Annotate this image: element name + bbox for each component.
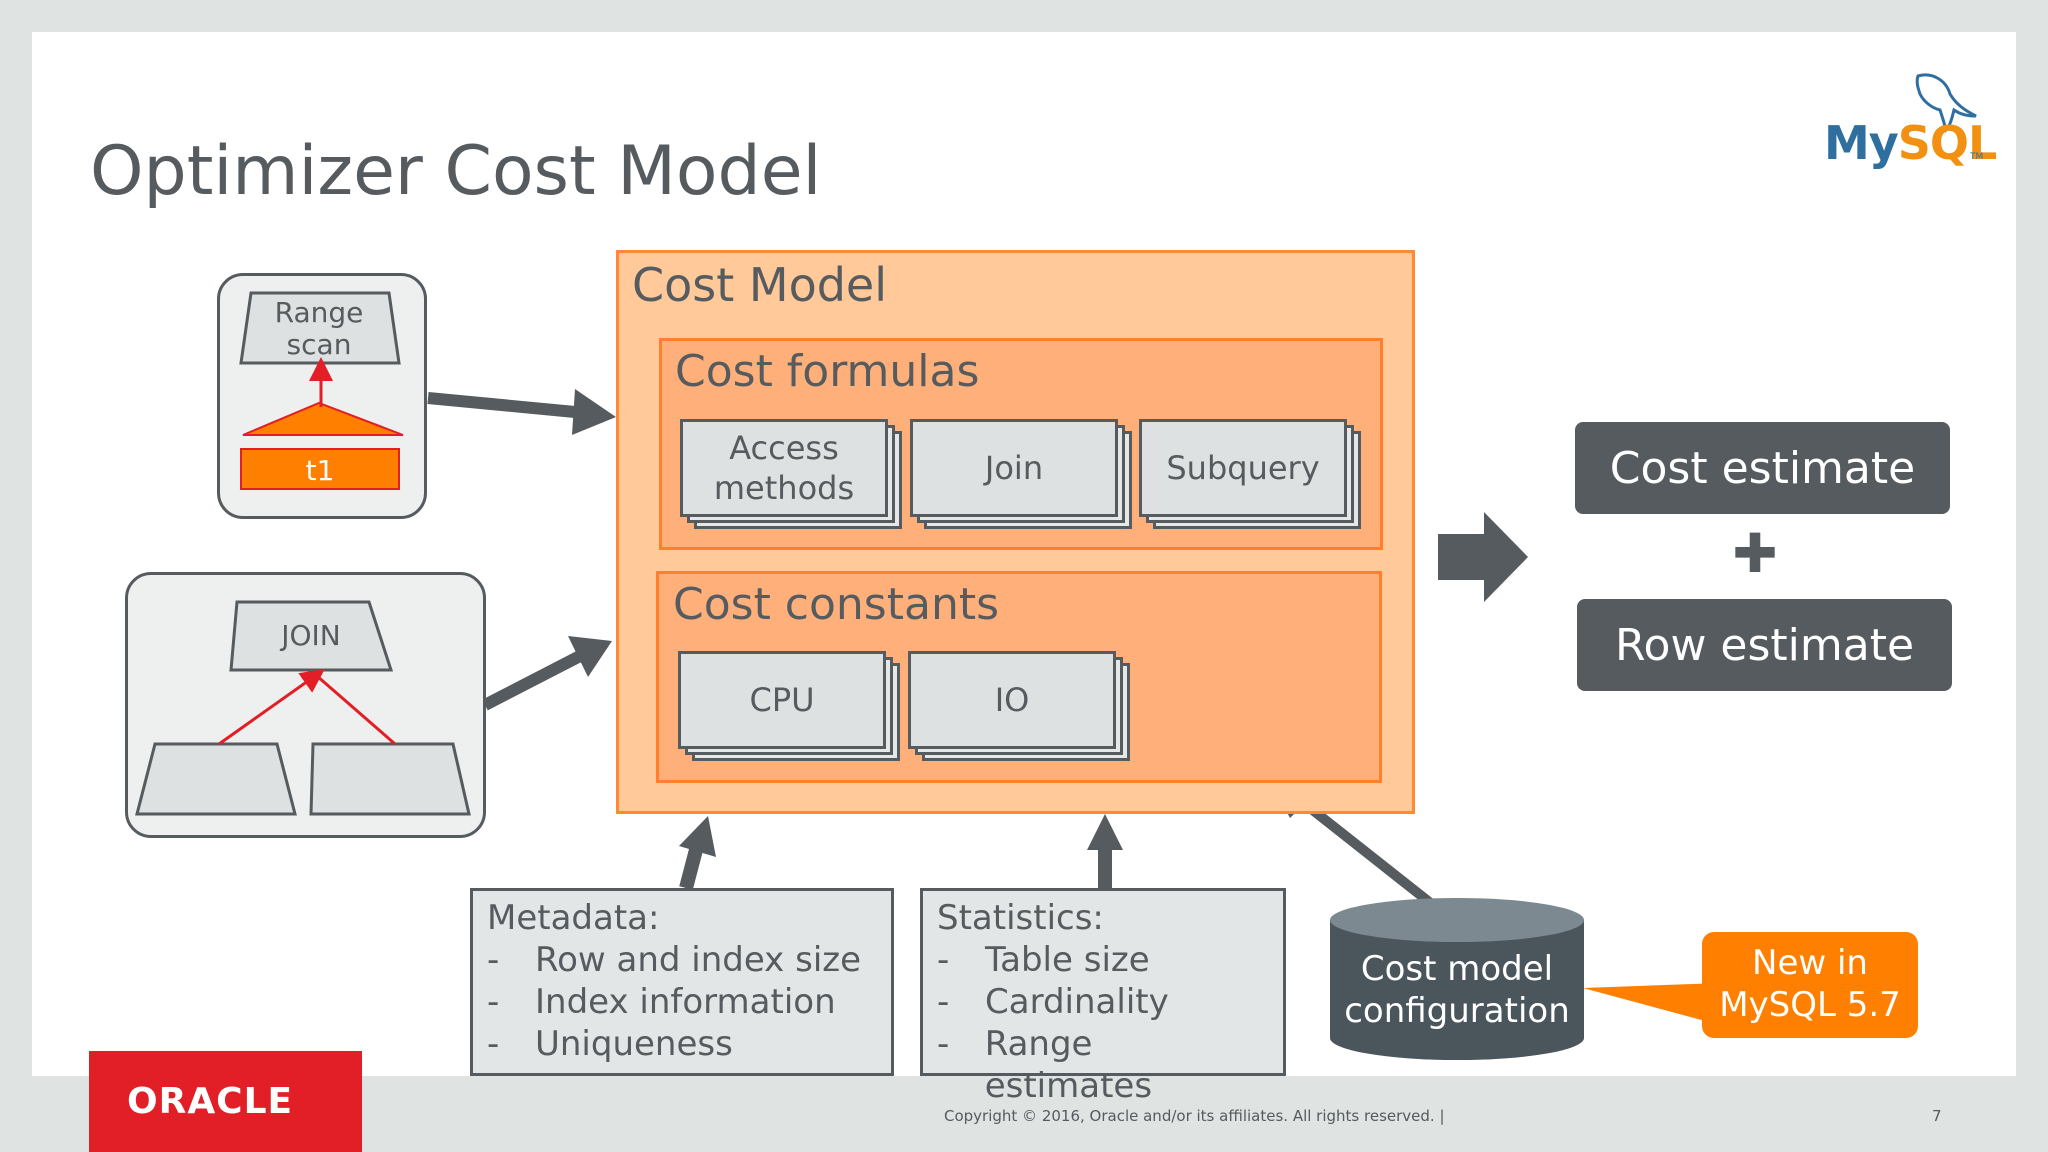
metadata-item: Index information: [535, 982, 836, 1022]
cpu-label: CPU: [749, 681, 815, 719]
t1-table-box: [240, 448, 400, 490]
cost-formulas-title: Cost formulas: [675, 346, 980, 397]
metadata-title: Metadata:: [487, 898, 660, 938]
metadata-item: Uniqueness: [535, 1024, 733, 1064]
statistics-item: Cardinality: [985, 982, 1169, 1022]
page-title: Optimizer Cost Model: [90, 132, 822, 211]
mysql-logo: MySQL TM: [1800, 64, 1997, 174]
oracle-logo: ORACLE: [89, 1051, 362, 1152]
mysql-logo-sql: SQL: [1897, 116, 1998, 170]
join-left-child: [135, 742, 297, 816]
arrow-join-to-model-head: [568, 636, 612, 677]
access-methods-card: [680, 419, 888, 517]
io-label: IO: [994, 681, 1030, 719]
join-label: JOIN: [281, 619, 341, 652]
mysql-logo-my: My: [1824, 116, 1899, 170]
access-methods-label: Access methods: [713, 429, 855, 507]
statistics-title: Statistics:: [937, 898, 1104, 938]
list-item: -Index information: [487, 982, 836, 1022]
metadata-box: Metadata: -Row and index size -Index inf…: [470, 888, 894, 1076]
cost-model-config-label: Cost model configuration: [1344, 949, 1570, 1031]
arrow-range-to-model: [427, 392, 576, 418]
list-item: -Table size: [937, 940, 1150, 980]
io-card: [908, 651, 1116, 749]
arrow-statistics-up-head: [1087, 814, 1123, 850]
range-scan-trapezoid: [239, 291, 401, 365]
cost-constants-title: Cost constants: [673, 579, 1000, 630]
statistics-item: Range estimates: [984, 1024, 1153, 1106]
join-formula-card: [910, 419, 1118, 517]
range-scan-triangle: [242, 401, 404, 436]
copyright-text: Copyright © 2016, Oracle and/or its affi…: [944, 1107, 1445, 1125]
range-scan-diagram: [239, 291, 404, 490]
join-trapezoid: [229, 600, 394, 672]
join-right-child: [309, 742, 471, 816]
callout-pointer: [1583, 983, 1720, 1025]
dolphin-icon: [1915, 73, 1977, 133]
join-formula-label: Join: [984, 449, 1044, 487]
arrow-metadata-up-head: [679, 816, 716, 857]
join-left-red-line: [218, 669, 325, 746]
subquery-label: Subquery: [1166, 449, 1320, 487]
arrow-join-to-model: [482, 650, 583, 711]
subquery-card: [1139, 419, 1347, 517]
cpu-card: [678, 651, 886, 749]
list-item: -Uniqueness: [487, 1024, 733, 1064]
arrow-range-to-model-head: [572, 389, 616, 435]
oracle-logo-text: ORACLE: [127, 1081, 294, 1122]
metadata-item: Row and index size: [535, 940, 862, 980]
list-item: -Range estimates: [937, 1023, 1269, 1107]
list-item: -Cardinality: [937, 982, 1169, 1022]
cost-model-title: Cost Model: [632, 258, 887, 312]
database-cylinder-top: [1330, 898, 1584, 942]
big-right-arrow: [1438, 512, 1528, 602]
join-right-red-line: [316, 674, 396, 746]
page-number: 7: [1932, 1107, 1942, 1125]
t1-label: t1: [305, 454, 335, 487]
database-cylinder-icon: [1330, 920, 1584, 1060]
statistics-item: Table size: [985, 940, 1150, 980]
cost-estimate-box: Cost estimate: [1575, 422, 1950, 514]
list-item: -Row and index size: [487, 940, 862, 980]
new-in-mysql-label: New in MySQL 5.7: [1719, 943, 1901, 1025]
range-scan-label: Range scan: [274, 296, 364, 362]
row-estimate-box: Row estimate: [1577, 599, 1952, 691]
statistics-box: Statistics: -Table size -Cardinality -Ra…: [920, 888, 1286, 1106]
arrow-metadata-up: [679, 844, 704, 890]
mysql-logo-tm: TM: [1970, 152, 1984, 162]
new-in-mysql-callout: [1702, 932, 1918, 1038]
plus-icon: ✚: [1732, 522, 1778, 585]
join-diagram: [135, 600, 471, 816]
